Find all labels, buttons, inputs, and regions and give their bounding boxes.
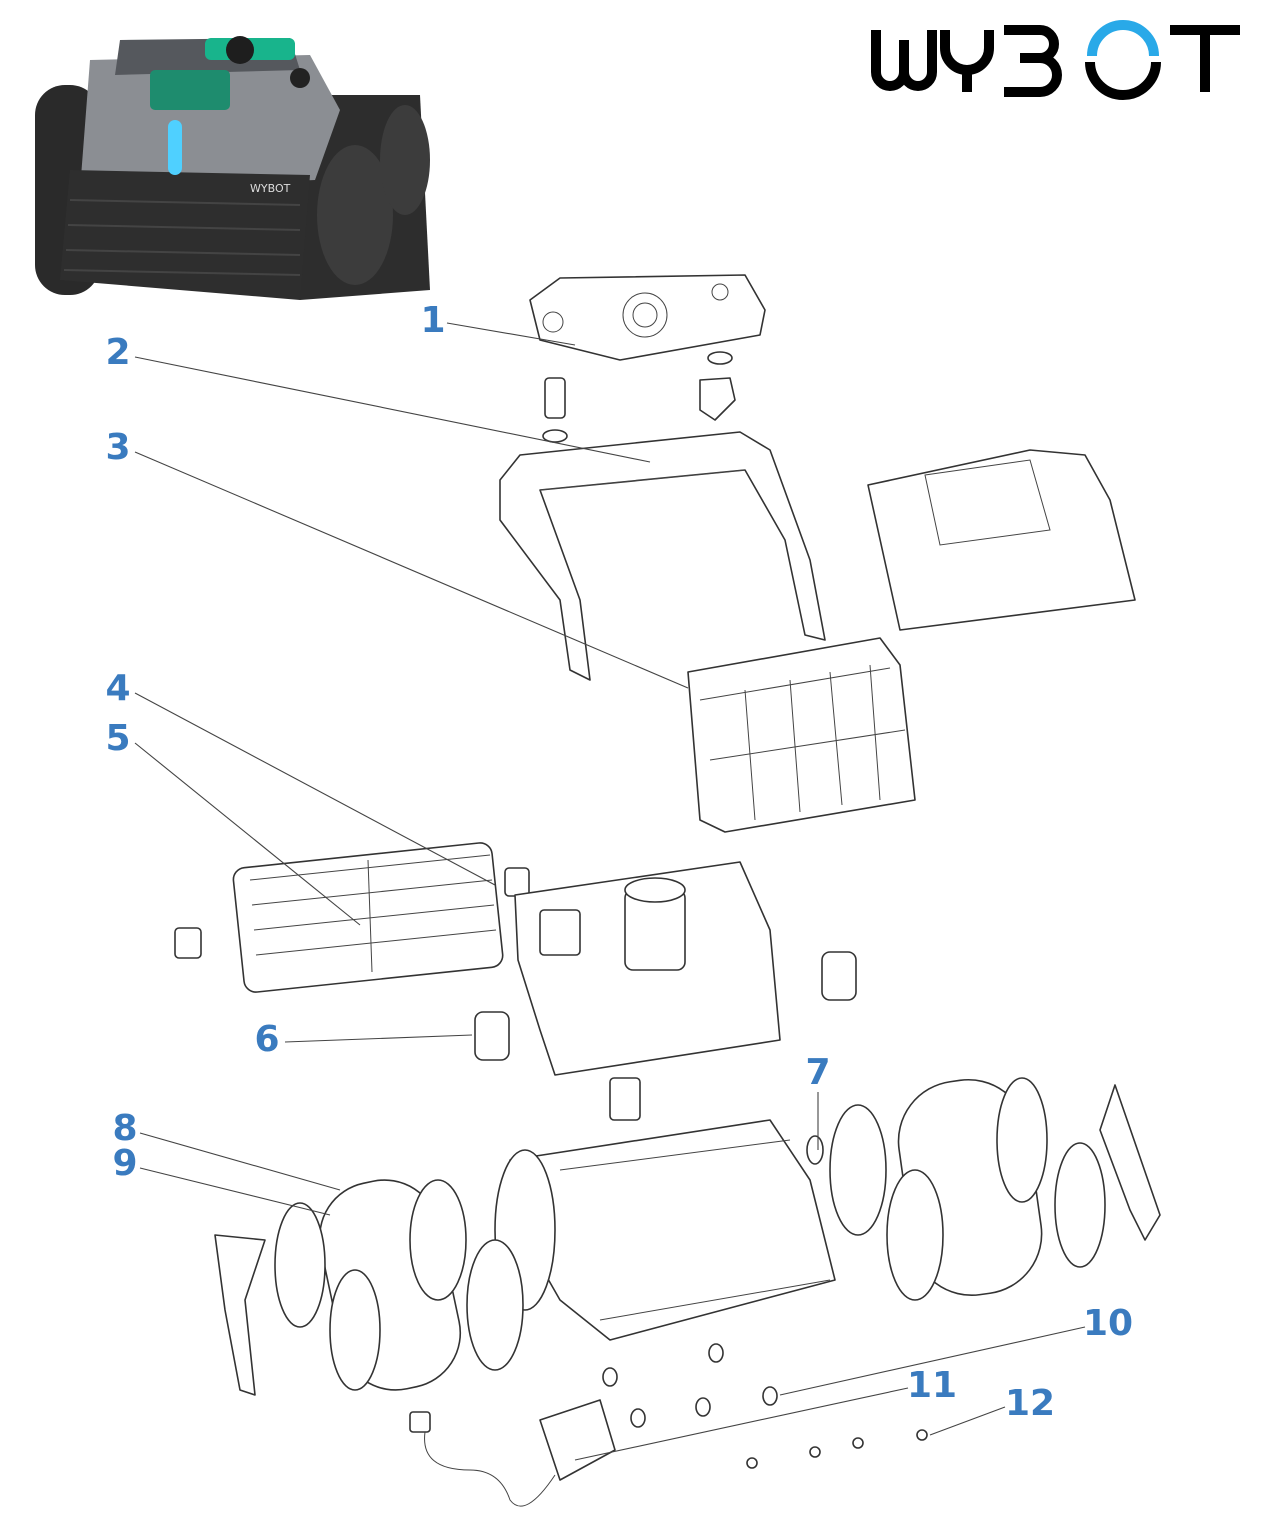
part-handle-frame: [499, 431, 826, 681]
part-brush-roller: [174, 842, 530, 993]
callout-1: 1: [420, 300, 445, 341]
wybot-logo: [871, 20, 1240, 100]
callout-7: 7: [805, 1052, 830, 1093]
robot-badge: WYBOT: [250, 182, 291, 195]
part-small-fasteners: [602, 1343, 928, 1469]
part-top-cover: [529, 274, 766, 443]
callout-9: 9: [112, 1143, 137, 1184]
callout-10: 10: [1083, 1303, 1133, 1344]
callout-11: 11: [907, 1365, 957, 1406]
callout-4: 4: [105, 668, 130, 709]
part-motor-block: [514, 861, 781, 1121]
callout-3: 3: [105, 427, 130, 468]
callout-6: 6: [254, 1019, 279, 1060]
callout-8: 8: [112, 1108, 137, 1149]
part-charger-adapter: [409, 1399, 616, 1507]
callout-2: 2: [105, 332, 130, 373]
part-right-tracks: [829, 1077, 1161, 1301]
part-filter-lid: [867, 449, 1136, 631]
leader-lines: [134, 322, 1086, 1461]
part-filter-basket: [687, 637, 916, 833]
part-left-tracks: [214, 1179, 524, 1396]
callout-12: 12: [1005, 1383, 1055, 1424]
robot-product-photo: WYBOT: [35, 36, 430, 300]
part-drive-gear: [474, 951, 857, 1061]
callout-5: 5: [105, 718, 130, 759]
part-chassis: [494, 1119, 836, 1341]
